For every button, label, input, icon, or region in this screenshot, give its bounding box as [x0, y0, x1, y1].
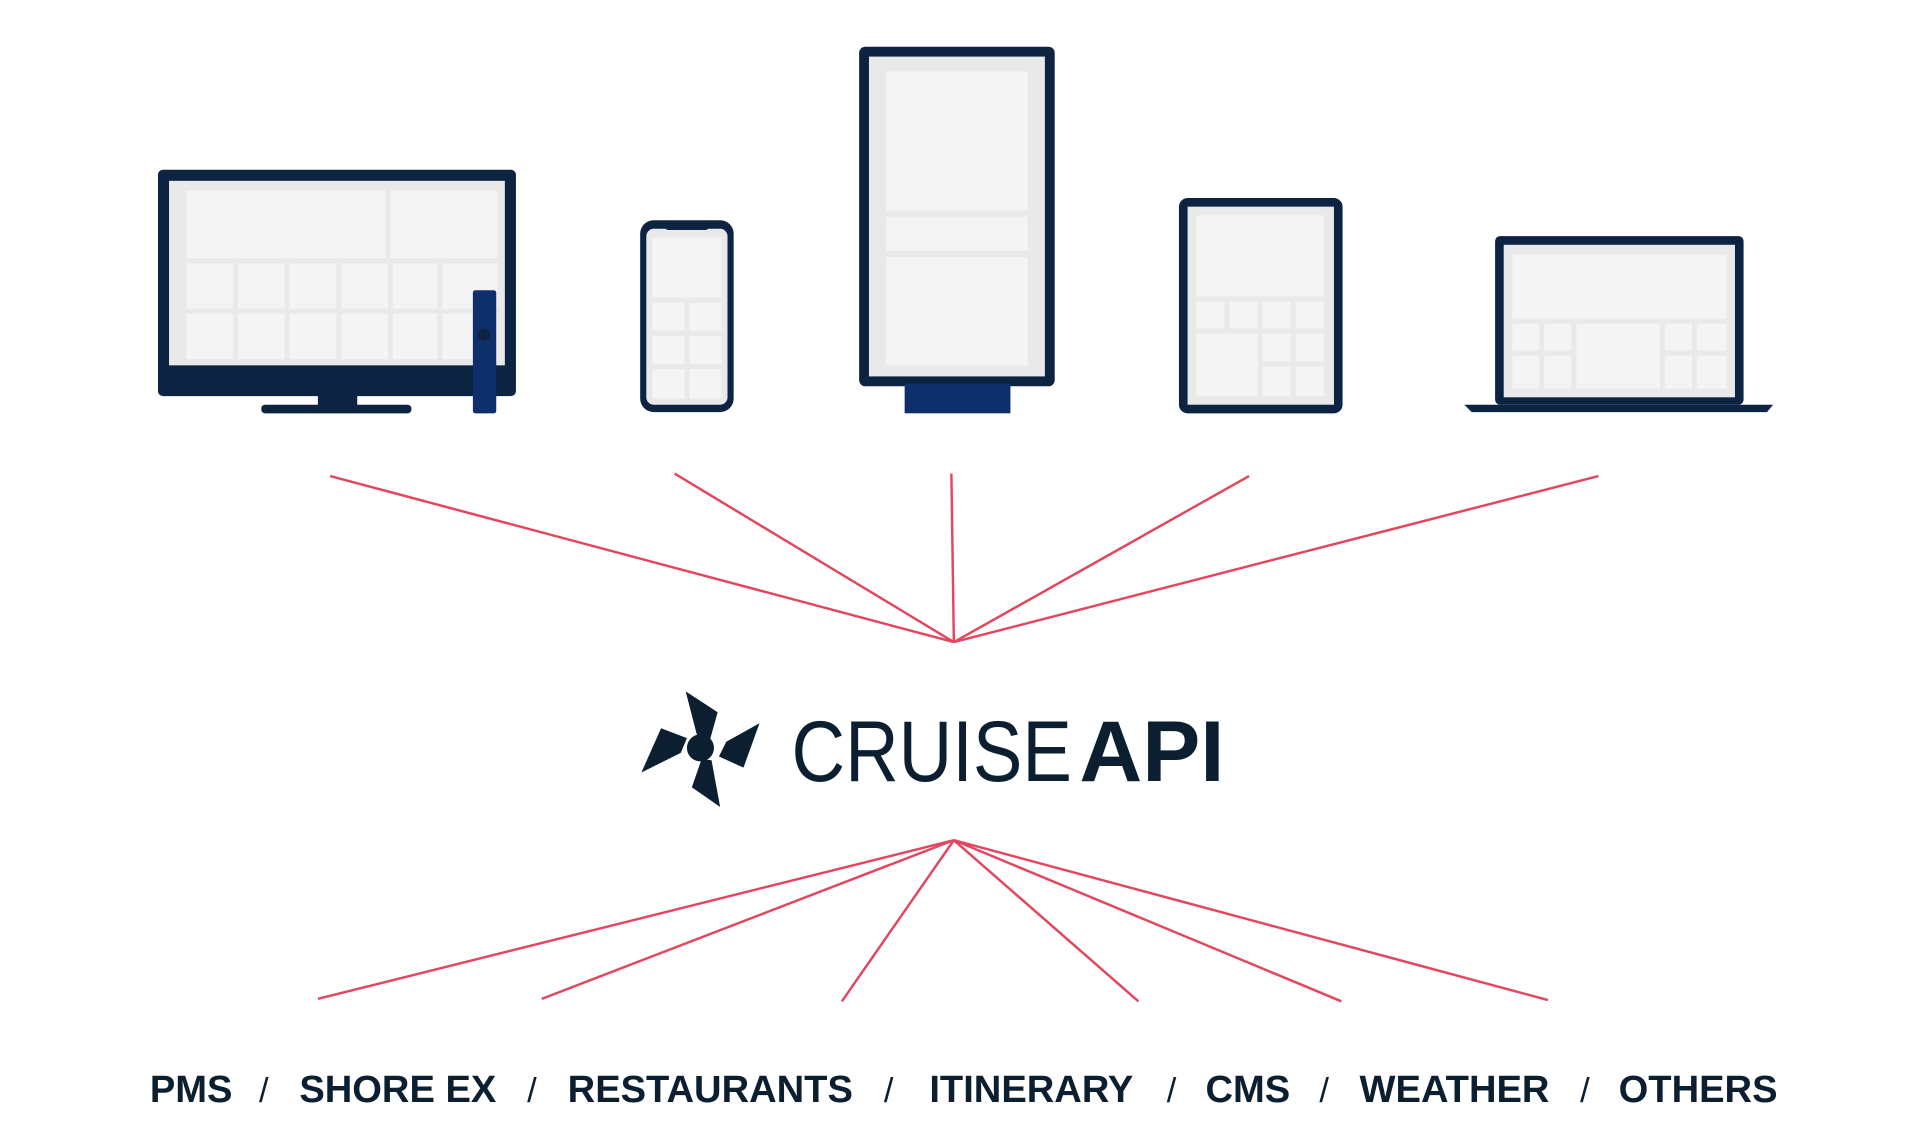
separator: / — [1580, 1072, 1590, 1110]
source-restaurants: RESTAURANTS — [568, 1068, 853, 1111]
separator: / — [259, 1072, 269, 1110]
laptop-device-icon — [1464, 236, 1774, 413]
source-shore-ex: SHORE EX — [299, 1068, 497, 1111]
logo-text-bold: API — [1079, 704, 1224, 800]
tablet-device-icon — [1178, 198, 1343, 414]
source-pms: PMS — [150, 1068, 233, 1111]
separator: / — [884, 1072, 894, 1110]
logo-text-light: CRUISE — [791, 704, 1071, 800]
separator: / — [527, 1072, 537, 1110]
separator: / — [1167, 1072, 1177, 1110]
source-cms: CMS — [1205, 1068, 1290, 1111]
data-sources: PMS / SHORE EX / RESTAURANTS / ITINERARY… — [150, 1068, 1778, 1111]
source-weather: WEATHER — [1360, 1068, 1550, 1111]
phone-device-icon — [640, 220, 734, 413]
separator: / — [1319, 1072, 1329, 1110]
remote-control-icon — [472, 290, 497, 414]
source-connection-lines — [317, 838, 1549, 1003]
source-itinerary: ITINERARY — [929, 1068, 1133, 1111]
propeller-logo-icon — [641, 691, 760, 807]
tv-device-icon — [157, 169, 516, 414]
device-connection-lines — [329, 472, 1599, 644]
source-others: OTHERS — [1619, 1068, 1778, 1111]
cruiseapi-logo: CRUISE API — [641, 691, 1224, 807]
kiosk-device-icon — [859, 46, 1055, 414]
